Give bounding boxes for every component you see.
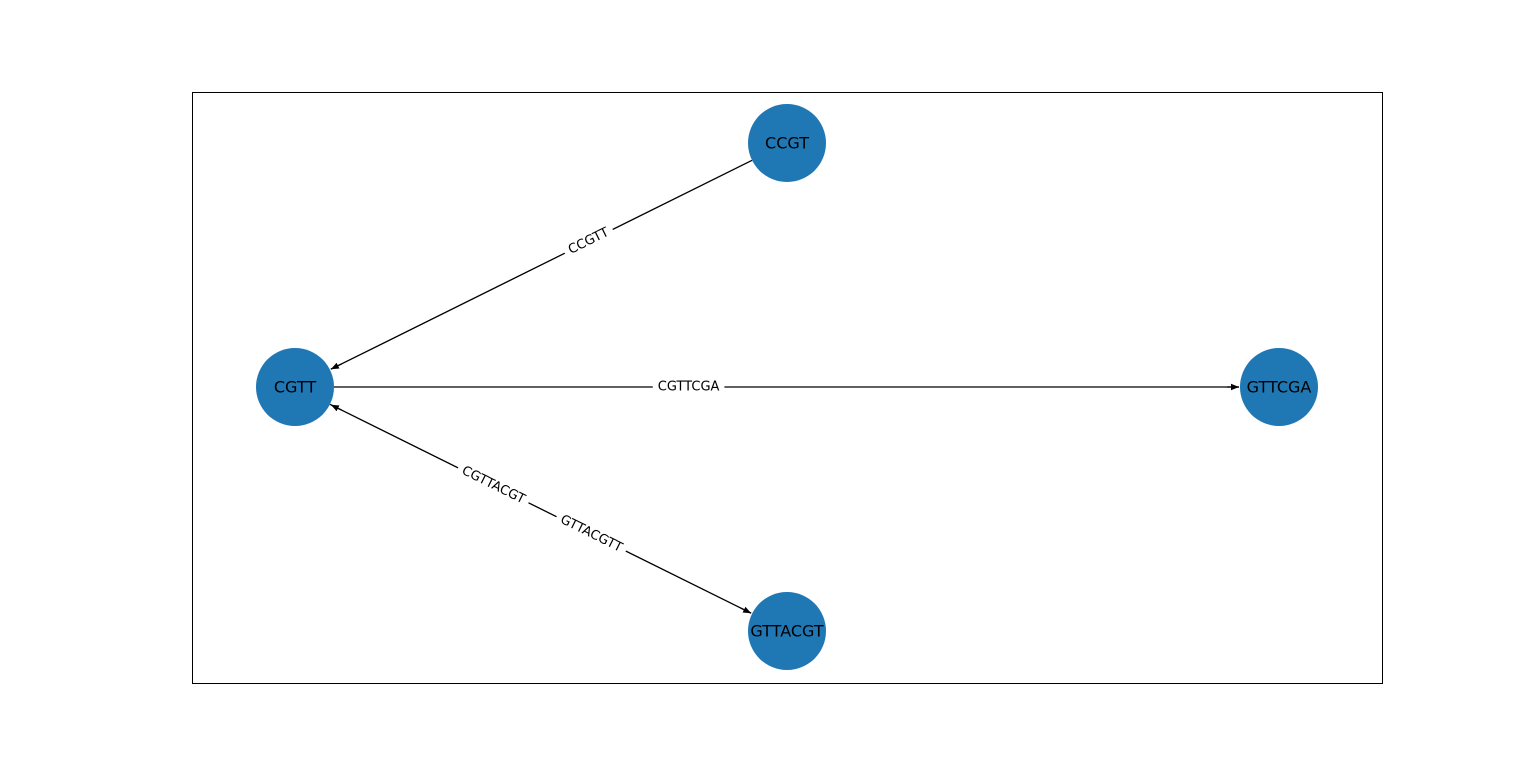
edges-layer bbox=[329, 159, 1239, 614]
edge-label-group: CGTTACGT bbox=[454, 459, 533, 511]
node-ccgt bbox=[748, 104, 826, 182]
edge-label: CGTTCGA bbox=[658, 380, 720, 395]
arrowhead-ccgt-to-cgtt bbox=[330, 362, 342, 370]
edge-cgtt-to-gttacgt bbox=[329, 403, 752, 614]
node-label-cgtt: CGTT bbox=[274, 378, 316, 397]
edge-labels-layer: CCGTT CGTTCGA CGTTACGT GTTACGTT bbox=[454, 221, 725, 560]
arrowhead-cgtt-to-gttacgt bbox=[740, 606, 752, 614]
edge-label-background bbox=[454, 459, 533, 511]
node-gttacgt bbox=[748, 592, 826, 670]
edge-label: CGTTACGT bbox=[459, 463, 527, 507]
arrowhead-gttacgt-to-cgtt bbox=[330, 404, 342, 412]
node-label-ccgt: CCGT bbox=[765, 134, 809, 153]
edge-label-background bbox=[652, 378, 725, 396]
edge-ccgt-to-cgtt bbox=[330, 159, 753, 370]
plot-frame bbox=[192, 92, 1383, 684]
nodes-layer: CCGT CGTT GTTCGA GTTACGT bbox=[256, 104, 1318, 670]
edge-label-group: CCGTT bbox=[560, 221, 617, 262]
edge-label-group: CGTTCGA bbox=[652, 378, 725, 396]
node-label-gttacgt: GTTACGT bbox=[750, 622, 824, 641]
edge-label-group: GTTACGTT bbox=[552, 508, 630, 560]
node-cgtt bbox=[256, 348, 334, 426]
edge-label: GTTACGTT bbox=[558, 512, 625, 555]
node-gttcga bbox=[1240, 348, 1318, 426]
edge-label: CCGTT bbox=[566, 225, 612, 258]
edge-label-background bbox=[560, 221, 617, 262]
edge-label-background bbox=[552, 508, 630, 560]
node-label-gttcga: GTTCGA bbox=[1247, 378, 1312, 397]
